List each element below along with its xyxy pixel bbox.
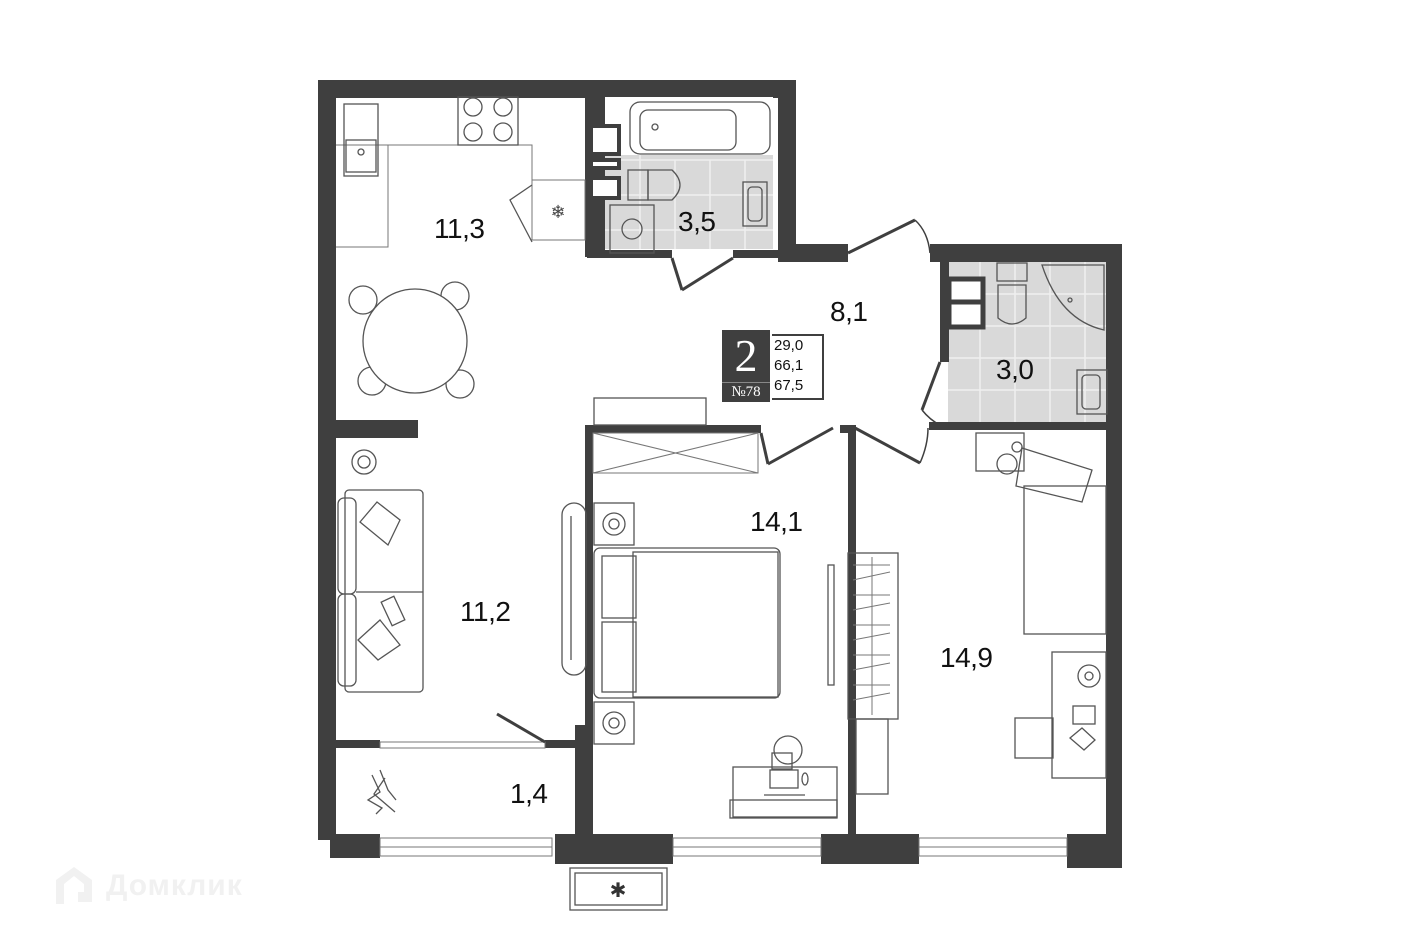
rooms-count: 2 [734,330,758,381]
hallway-furniture [592,397,759,474]
windows [379,741,1068,857]
room-label-living-room: 11,2 [460,596,511,627]
fridge-snowflake-icon: ❄ [550,202,565,223]
ac-unit-icon: ✱ [569,867,668,911]
watermark-text: Домклик [106,869,243,902]
total-area-with-balcony: 67,5 [774,377,804,394]
bathroom-2-fixtures [946,262,1108,415]
room-label-hallway: 8,1 [830,296,868,327]
room-label-bathroom-1: 3,5 [678,206,716,237]
room-label-kitchen: 11,3 [434,213,485,244]
rooms-count-block: 2 №78 [722,330,770,402]
apartment-number: №78 [722,382,770,401]
walls [318,80,1122,868]
house-logo-icon [56,867,92,904]
watermark: Домклик [52,862,243,910]
kitchen-furniture: ❄ [336,96,586,399]
area-summary: 29,0 66,1 67,5 [772,334,824,400]
svg-text:✱: ✱ [610,878,627,902]
room-label-bedroom-2: 14,9 [940,642,993,673]
total-area: 66,1 [774,357,804,374]
bathroom-1-fixtures [589,97,773,254]
room-label-balcony: 1,4 [510,778,548,809]
living-area: 29,0 [774,337,804,354]
room-label-bathroom-2: 3,0 [996,354,1034,385]
bedroom-1-furniture [593,502,838,819]
living-room-furniture [337,449,587,815]
apartment-badge: 2 №78 29,0 66,1 67,5 [722,330,826,402]
doors [496,218,942,744]
room-label-bedroom-1: 14,1 [750,506,803,537]
bedroom-2-furniture [847,432,1107,795]
